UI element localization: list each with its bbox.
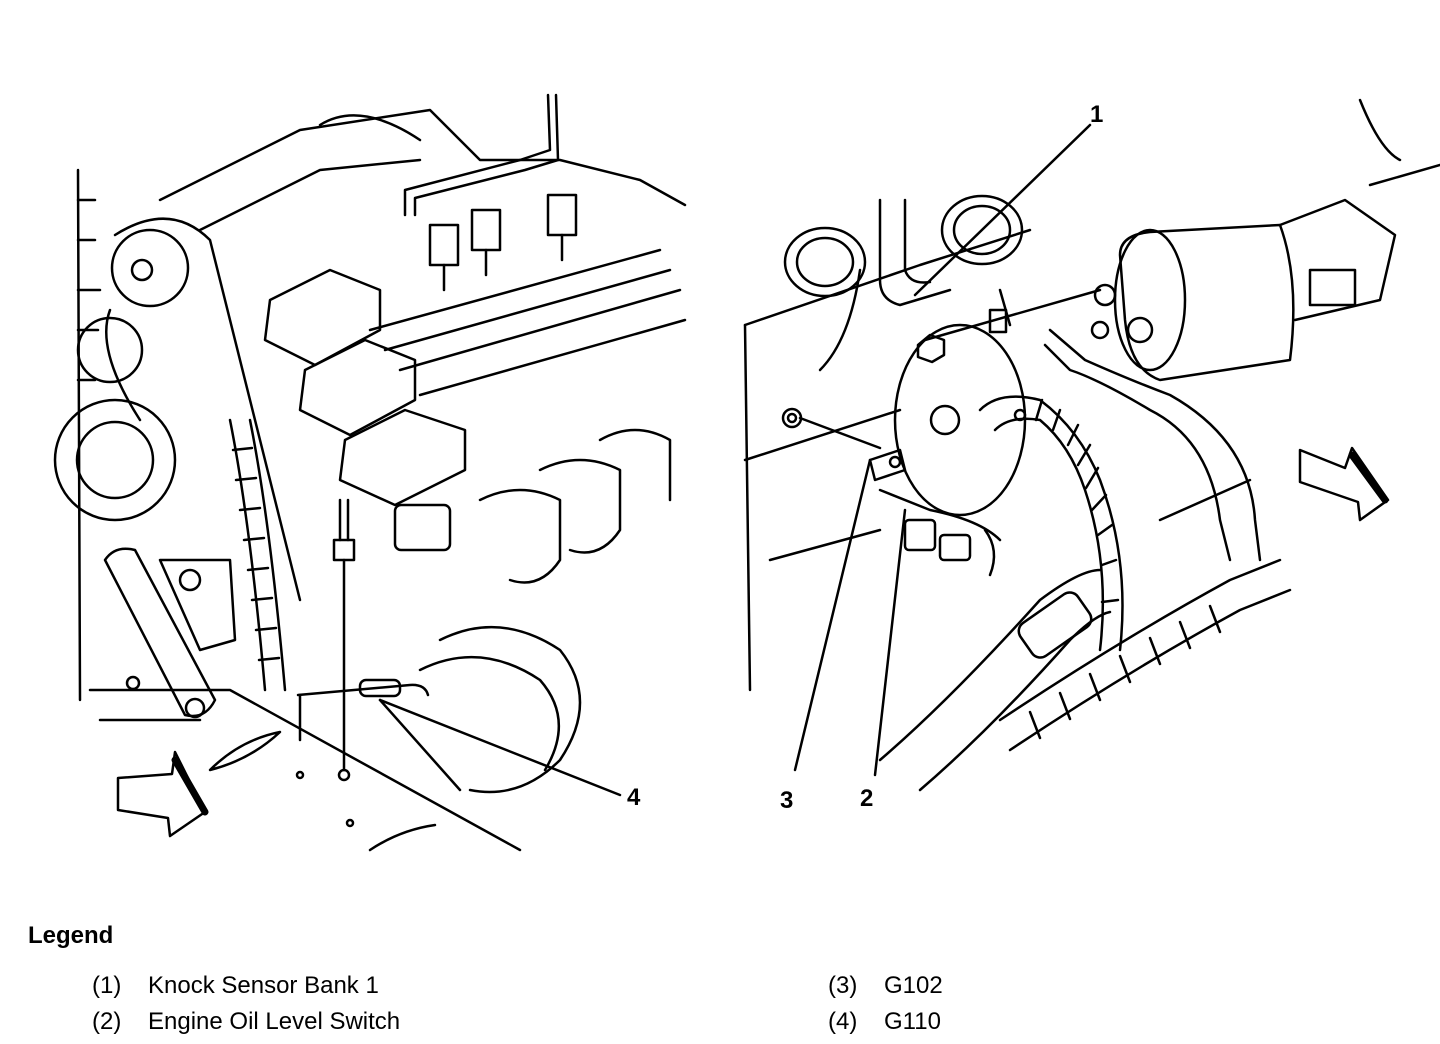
legend-item-label: Engine Oil Level Switch bbox=[148, 1008, 401, 1035]
callout-4: 4 bbox=[627, 784, 641, 811]
legend-item-number: (1) bbox=[92, 972, 122, 999]
legend-item-label: Knock Sensor Bank 1 bbox=[148, 972, 379, 999]
legend-item-label: G102 bbox=[884, 972, 943, 999]
legend-item-3: (3) G102 bbox=[828, 972, 943, 1000]
callout-2: 2 bbox=[860, 785, 873, 812]
left-engine-view bbox=[53, 93, 687, 852]
legend-item-number: (3) bbox=[828, 972, 858, 999]
legend-item-label: G110 bbox=[884, 1008, 941, 1035]
legend-item-number: (4) bbox=[828, 1008, 858, 1035]
right-engine-view bbox=[743, 98, 1440, 792]
legend-item-2: (2) Engine Oil Level Switch bbox=[92, 1008, 400, 1036]
legend-item-number: (2) bbox=[92, 1008, 122, 1035]
legend-title: Legend bbox=[28, 922, 114, 949]
callout-1: 1 bbox=[1090, 101, 1103, 128]
engine-diagram: 1 2 3 4 bbox=[53, 93, 1440, 852]
legend-item-4: (4) G110 bbox=[828, 1008, 941, 1036]
callout-3: 3 bbox=[780, 787, 793, 814]
legend-item-1: (1) Knock Sensor Bank 1 bbox=[92, 972, 379, 1000]
